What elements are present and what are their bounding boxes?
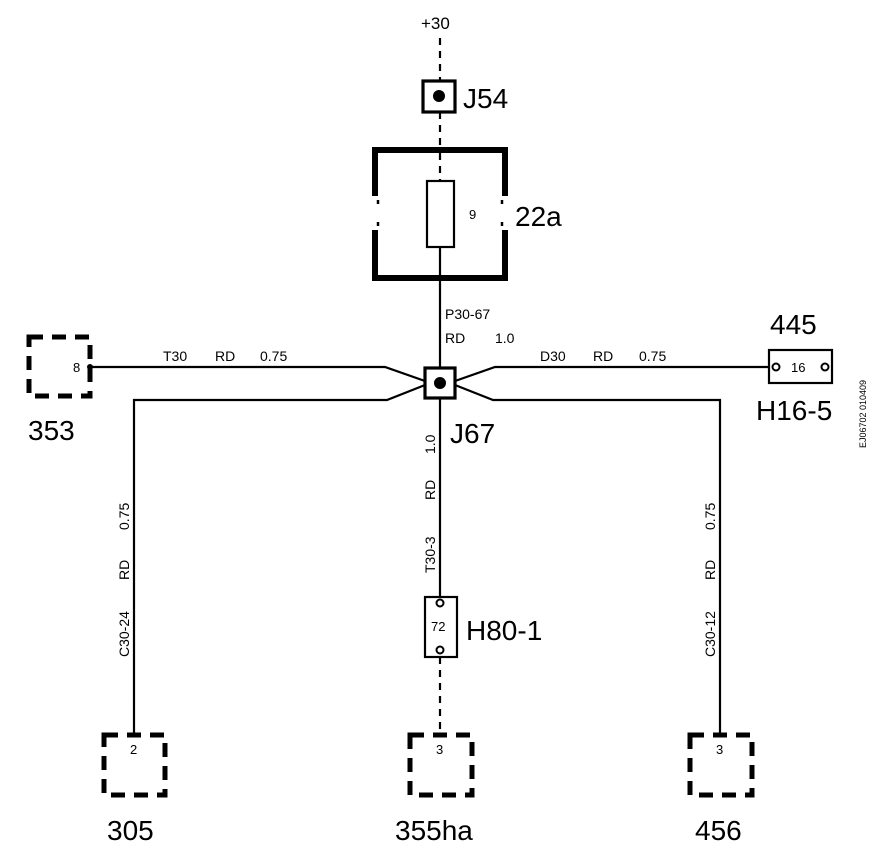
reference-code: EJ06702 010409 [858, 380, 868, 448]
connector-h16-5-pin-right [820, 362, 830, 372]
j54-label: J54 [463, 83, 508, 114]
connector-h80-1-pin-top [435, 598, 445, 608]
supply-label: +30 [421, 14, 450, 33]
wire-p30-67-color: RD [445, 330, 465, 346]
connector-355ha [407, 732, 475, 798]
wire-d30-color: RD [593, 348, 613, 364]
wire-c30-12-id: C30-12 [702, 611, 718, 657]
connector-456-label: 456 [695, 815, 742, 846]
wire-t30-3-color: RD [422, 480, 438, 500]
connector-h16-5-pin: 16 [791, 360, 805, 375]
j67-dot [434, 377, 446, 389]
connector-456-pin: 3 [716, 742, 723, 757]
wire-t30-size: 0.75 [260, 348, 287, 364]
fuse-box-label: 22a [515, 201, 562, 232]
wire-d30-size: 0.75 [639, 348, 666, 364]
wire-p30-67-id: P30-67 [445, 306, 490, 322]
fuse-box-gap-right [498, 196, 510, 230]
fuse-element [425, 179, 456, 249]
connector-355ha-label: 355ha [395, 815, 473, 846]
connector-h16-5-pin-left [771, 362, 781, 372]
wire-t30-color: RD [215, 348, 235, 364]
wire-t30-3-id: T30-3 [422, 536, 438, 573]
connector-305-label: 305 [107, 815, 154, 846]
connector-h80-1-pin-bottom [435, 645, 445, 655]
j67-right-upper-wire [454, 365, 775, 383]
connector-h16-5-label: H16-5 [756, 395, 832, 426]
j67-right-lower-wire [454, 383, 722, 735]
j67-left-lower-wire [132, 383, 426, 700]
j67-left-upper-wire [92, 365, 426, 383]
connector-445-label: 445 [770, 309, 817, 340]
wire-d30-id: D30 [540, 348, 566, 364]
wire-t30-3-size: 1.0 [422, 434, 438, 454]
connector-456 [687, 732, 755, 798]
wire-c30-24-color: RD [116, 560, 132, 580]
wire-c30-24-id: C30-24 [116, 611, 132, 657]
fuse-box-gap-left [370, 196, 382, 230]
wire-p30-67-size: 1.0 [495, 330, 515, 346]
connector-355ha-pin: 3 [436, 742, 443, 757]
wire-c30-12-color: RD [702, 560, 718, 580]
connector-h80-1-pin: 72 [431, 619, 445, 634]
connector-353-pin: 8 [73, 360, 80, 375]
wire-c30-24-size: 0.75 [116, 503, 132, 530]
connector-353 [26, 334, 93, 399]
connector-305 [101, 732, 168, 798]
j54-dot [433, 90, 445, 102]
connector-353-terminal [87, 364, 93, 370]
wire-t30-id: T30 [163, 348, 187, 364]
j67-label: J67 [450, 418, 495, 449]
connector-353-label: 353 [28, 415, 75, 446]
fuse-number: 9 [469, 207, 476, 222]
wire-c30-12-size: 0.75 [702, 503, 718, 530]
connector-h80-1-label: H80-1 [466, 615, 542, 646]
connector-305-pin: 2 [130, 742, 137, 757]
